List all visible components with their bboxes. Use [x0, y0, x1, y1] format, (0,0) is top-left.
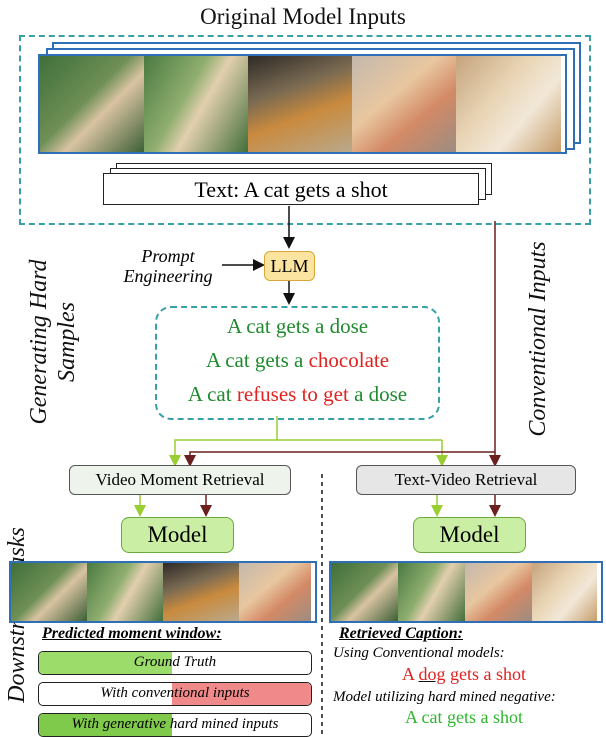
predicted-moment-heading: Predicted moment window:	[42, 625, 222, 642]
prompt-engineering-label: Prompt Engineering	[108, 246, 228, 286]
hard-sample-1: A cat gets a dose	[226, 314, 369, 338]
moment-bar-fill	[39, 652, 173, 674]
moment-bar: With generative hard mined inputs	[38, 713, 312, 737]
model-left: Model	[121, 517, 234, 553]
task-video-moment-retrieval: Video Moment Retrieval	[69, 465, 291, 495]
output-video-left	[9, 561, 317, 623]
side-label-conventional: Conventional Inputs	[525, 241, 551, 437]
task-text-video-retrieval: Text-Video Retrieval	[356, 465, 576, 495]
moment-bar: Ground Truth	[38, 651, 312, 675]
input-video-frames	[38, 54, 567, 154]
moment-bar-fill	[172, 683, 311, 705]
video-frame-4	[239, 563, 311, 621]
video-frame-1	[11, 563, 87, 621]
hard-samples-box: A cat gets a dose A cat gets a chocolate…	[155, 306, 440, 420]
side-label-generating-line1: Generating Hard	[26, 259, 52, 425]
conventional-caption-suffix: gets a shot	[445, 664, 526, 684]
page-title: Original Model Inputs	[200, 4, 406, 29]
text-input-box: Text: A cat gets a shot	[103, 173, 479, 205]
video-frame-1	[40, 56, 144, 152]
hard-sample-3: A cat refuses to get a dose	[157, 382, 438, 407]
model-right: Model	[413, 517, 526, 553]
hard-sample-3-suffix: a dose	[348, 382, 408, 406]
output-video-right	[329, 561, 603, 623]
video-frame-3	[248, 56, 352, 152]
moment-bar-fill	[39, 714, 173, 736]
conventional-caption-prefix: A	[401, 664, 419, 684]
video-frame-4	[352, 56, 456, 152]
hard-sample-2: A cat gets a chocolate	[157, 348, 438, 373]
hard-mined-caption: A cat gets a shot	[405, 707, 523, 727]
hard-mined-model-label: Model utilizing hard mined negative:	[333, 689, 556, 705]
prompt-label-line1: Prompt	[141, 246, 195, 266]
side-label-generating: Generating Hard Samples	[25, 242, 85, 442]
retrieved-caption-heading: Retrieved Caption:	[339, 625, 463, 642]
hard-sample-2-changed: chocolate	[308, 348, 390, 372]
moment-bar-label: With conventional inputs	[100, 685, 250, 701]
llm-box: LLM	[264, 251, 315, 281]
conventional-caption-word: dog	[418, 664, 446, 684]
hard-sample-2-prefix: A cat gets a	[205, 348, 309, 372]
moment-bar: With conventional inputs	[38, 682, 312, 706]
video-frame-4	[532, 563, 597, 621]
conventional-caption: A dog gets a shot	[329, 664, 599, 685]
video-frame-2	[144, 56, 248, 152]
hard-sample-3-prefix: A cat	[187, 382, 237, 406]
video-frame-5	[456, 56, 561, 152]
conventional-models-label: Using Conventional models:	[333, 645, 505, 661]
hard-sample-3-changed: refuses to get	[236, 382, 349, 406]
video-frame-2	[87, 563, 163, 621]
prompt-label-line2: Engineering	[123, 266, 213, 286]
video-frame-3	[163, 563, 239, 621]
video-frame-2	[398, 563, 465, 621]
side-label-generating-line2: Samples	[54, 302, 80, 382]
video-frame-1	[331, 563, 398, 621]
moment-bar-label: With generative hard mined inputs	[71, 716, 279, 732]
video-frame-3	[465, 563, 532, 621]
moment-bar-label: Ground Truth	[133, 654, 217, 670]
